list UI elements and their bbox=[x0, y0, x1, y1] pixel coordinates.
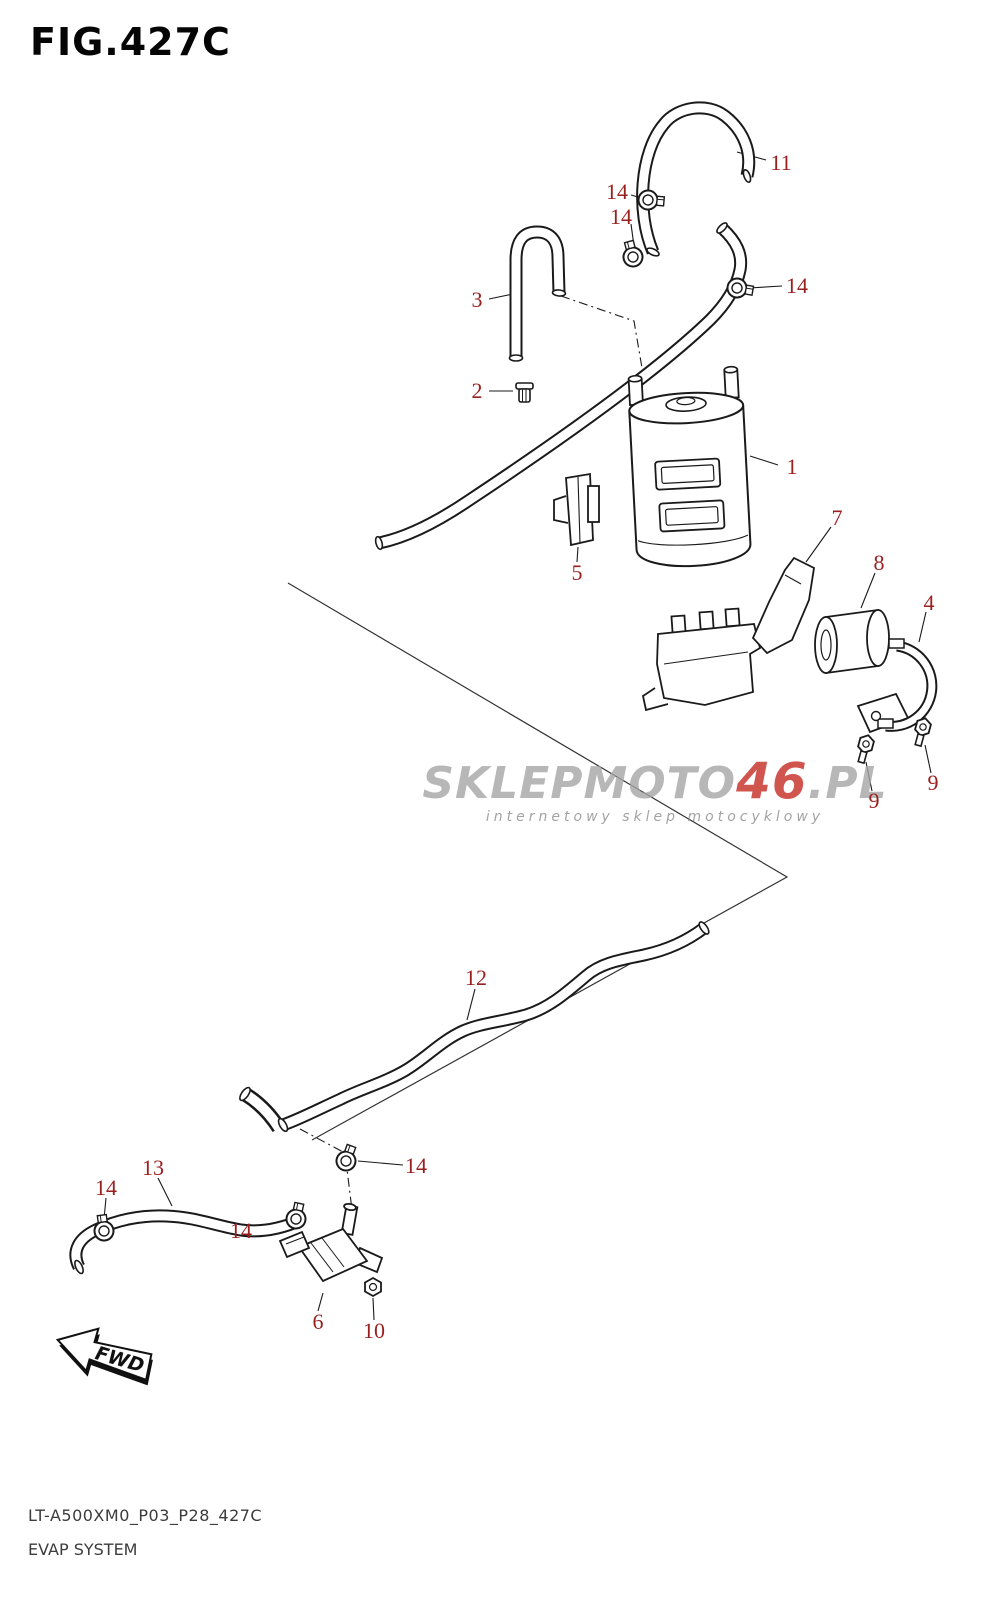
hose-12 bbox=[280, 922, 708, 1132]
watermark-brand: SKLEPMOTO46.PL bbox=[420, 756, 890, 806]
hose-3 bbox=[509, 225, 566, 358]
cylinder-8 bbox=[814, 608, 890, 675]
watermark-subtitle: internetowy sklep motocyklowy bbox=[485, 809, 825, 825]
footer-part-code: LT-A500XM0_P03_P28_427C bbox=[28, 1506, 263, 1525]
hose-clamp-14-f bbox=[283, 1200, 310, 1232]
figure-title: FIG.427C bbox=[30, 20, 231, 64]
purge-valve-6 bbox=[278, 1202, 384, 1283]
hose-13 bbox=[69, 1209, 304, 1270]
fwd-arrow: FWD bbox=[55, 1327, 153, 1386]
watermark-brand-part3: .PL bbox=[807, 758, 888, 809]
hose-clamp-14-a bbox=[636, 188, 666, 212]
watermark-brand-part1: SKLEPMOTO bbox=[422, 758, 737, 809]
watermark-brand-part2: 46 bbox=[736, 752, 808, 810]
construction-line bbox=[287, 582, 789, 1141]
hose-clamp-14-d bbox=[332, 1141, 362, 1175]
clamp-bracket-4 bbox=[856, 638, 938, 734]
watermark: SKLEPMOTO46.PL internetowy sklep motocyk… bbox=[420, 756, 890, 825]
nut-10 bbox=[364, 1276, 382, 1298]
bracket-7 bbox=[751, 556, 815, 655]
canister-holder-bracket bbox=[641, 607, 762, 712]
bracket-5 bbox=[553, 472, 600, 547]
routing-dash-lines bbox=[299, 295, 643, 1211]
hose-stub bbox=[240, 1087, 286, 1133]
canister-1 bbox=[627, 365, 752, 568]
hose-clamp-14-b bbox=[618, 238, 646, 270]
hose-end-caps bbox=[74, 169, 752, 1275]
connector-2 bbox=[515, 382, 534, 403]
footer-figure-name: EVAP SYSTEM bbox=[28, 1540, 138, 1559]
hose-long-diagonal bbox=[377, 223, 748, 550]
